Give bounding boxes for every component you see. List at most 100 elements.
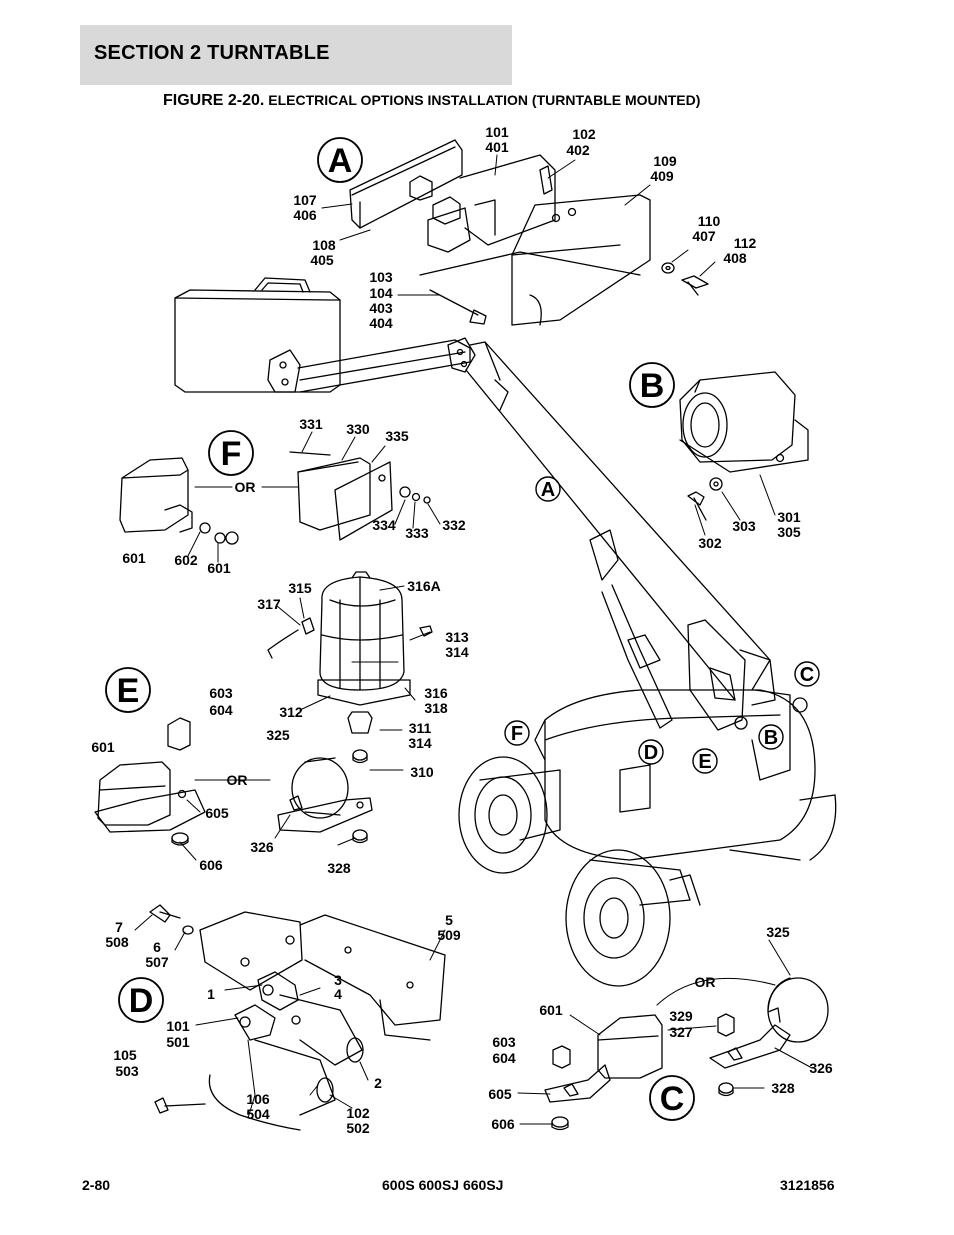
callout-105-503: 503 bbox=[115, 1063, 139, 1079]
callout-330: 330 bbox=[346, 421, 370, 437]
callout-107-406: 107 bbox=[293, 192, 317, 208]
callout-311-314: 311 bbox=[409, 720, 432, 736]
view-b-illustration bbox=[679, 371, 809, 521]
page-number: 2-80 bbox=[82, 1177, 111, 1193]
callout-328-e: 328 bbox=[327, 860, 351, 876]
callout-112-408: 408 bbox=[723, 250, 747, 266]
callout-601-e: 601 bbox=[91, 739, 115, 755]
callout-331: 331 bbox=[299, 416, 323, 432]
callout-6-507: 507 bbox=[145, 954, 169, 970]
callout-313-314: 313 bbox=[445, 629, 469, 645]
callout-110-407: 407 bbox=[692, 228, 716, 244]
callout-101-401: 401 bbox=[485, 139, 509, 155]
callout-301-305: 301 bbox=[777, 509, 801, 525]
callout-or-c: OR bbox=[695, 974, 716, 990]
callout-3-4: 3 bbox=[334, 972, 342, 988]
small-c-letter: C bbox=[800, 664, 814, 686]
small-c-circle bbox=[794, 661, 820, 687]
callout-or-e: OR bbox=[227, 772, 248, 788]
machine-illustration bbox=[174, 277, 837, 987]
callout-102-502: 102 bbox=[346, 1105, 370, 1121]
callout-112-408: 112 bbox=[734, 235, 757, 251]
callout-335: 335 bbox=[385, 428, 409, 444]
small-a-circle bbox=[535, 476, 561, 502]
callout-603-604-c: 604 bbox=[492, 1050, 516, 1066]
small-a-letter: A bbox=[541, 479, 555, 501]
callout-329-327: 327 bbox=[669, 1024, 693, 1040]
callout-3-4: 4 bbox=[334, 986, 342, 1002]
callout-326-e: 326 bbox=[250, 839, 274, 855]
callout-601-c: 601 bbox=[539, 1002, 563, 1018]
leader-lines bbox=[134, 154, 813, 1125]
view-e-circle bbox=[105, 667, 151, 713]
callout-606-e: 606 bbox=[199, 857, 223, 873]
callout-105-503: 105 bbox=[113, 1047, 137, 1063]
callout-7-508: 7 bbox=[115, 919, 123, 935]
view-f-illustration bbox=[119, 451, 431, 545]
callout-102-402: 102 bbox=[572, 126, 596, 142]
callout-601-f2: 601 bbox=[207, 560, 231, 576]
view-a-illustration bbox=[349, 139, 709, 326]
small-e-letter: E bbox=[698, 751, 711, 773]
callout-303: 303 bbox=[732, 518, 756, 534]
callout-606-c: 606 bbox=[491, 1116, 515, 1132]
callout-7-508: 508 bbox=[105, 934, 129, 950]
callout-106-504: 504 bbox=[246, 1106, 270, 1122]
callout-326-c: 326 bbox=[809, 1060, 833, 1076]
callout-603-604-c: 603 bbox=[492, 1034, 516, 1050]
view-e-illustration bbox=[94, 717, 373, 846]
figure-title: ELECTRICAL OPTIONS INSTALLATION (TURNTAB… bbox=[268, 92, 701, 108]
callout-301-305: 305 bbox=[777, 524, 801, 540]
small-e-circle bbox=[692, 748, 718, 774]
callout-103-404: 104 bbox=[369, 285, 393, 301]
section-title: SECTION 2 TURNTABLE bbox=[94, 42, 330, 64]
callout-325-e: 325 bbox=[266, 727, 290, 743]
view-letters: A B F E D C A C F D E B bbox=[117, 142, 815, 1118]
callout-333: 333 bbox=[405, 525, 429, 541]
callout-2: 2 bbox=[374, 1075, 382, 1091]
callout-316-318: 316 bbox=[424, 685, 448, 701]
view-a-letter: A bbox=[328, 142, 353, 180]
view-d-circle bbox=[118, 977, 164, 1023]
view-e-letter: E bbox=[117, 672, 140, 710]
small-b-letter: B bbox=[764, 727, 778, 749]
callout-103-404: 404 bbox=[369, 315, 393, 331]
callout-or-f: OR bbox=[235, 479, 256, 495]
view-f-circle bbox=[208, 430, 254, 476]
view-d-letter: D bbox=[129, 982, 154, 1020]
figure-caption: FIGURE 2-20. ELECTRICAL OPTIONS INSTALLA… bbox=[163, 92, 700, 110]
callout-329-327: 329 bbox=[669, 1008, 693, 1024]
callout-601-f: 601 bbox=[122, 550, 146, 566]
callout-603-604-e: 604 bbox=[209, 702, 233, 718]
callout-labels: 101 401 102 402 109 409 107 406 108 405 … bbox=[91, 124, 833, 1136]
callout-311-314: 314 bbox=[408, 735, 432, 751]
callout-106-504: 106 bbox=[246, 1091, 270, 1107]
callout-603-604-e: 603 bbox=[209, 685, 233, 701]
callout-602: 602 bbox=[174, 552, 198, 568]
callout-101-501: 501 bbox=[166, 1034, 190, 1050]
small-f-circle bbox=[504, 720, 530, 746]
callout-5-509: 509 bbox=[437, 927, 461, 943]
callout-310: 310 bbox=[410, 764, 434, 780]
small-f-letter: F bbox=[511, 723, 523, 745]
callout-315: 315 bbox=[288, 580, 312, 596]
view-c-letter: C bbox=[660, 1080, 685, 1118]
callout-108-405: 108 bbox=[312, 237, 336, 253]
callout-334: 334 bbox=[372, 517, 396, 533]
callout-102-502: 502 bbox=[346, 1120, 370, 1136]
callout-103-404: 403 bbox=[369, 300, 393, 316]
callout-102-402: 402 bbox=[566, 142, 590, 158]
view-circles bbox=[105, 137, 820, 1121]
callout-109-409: 109 bbox=[653, 153, 677, 169]
callout-332: 332 bbox=[442, 517, 466, 533]
callout-313-314: 314 bbox=[445, 644, 469, 660]
document-number: 3121856 bbox=[780, 1177, 835, 1193]
callout-302: 302 bbox=[698, 535, 722, 551]
section-header: SECTION 2 TURNTABLE bbox=[80, 25, 512, 85]
callout-103-404: 103 bbox=[369, 269, 393, 285]
callout-101-501: 101 bbox=[166, 1018, 190, 1034]
view-b-circle bbox=[629, 362, 675, 408]
callout-316-318: 318 bbox=[424, 700, 448, 716]
callout-108-405: 405 bbox=[310, 252, 334, 268]
model-numbers: 600S 600SJ 660SJ bbox=[382, 1177, 504, 1193]
